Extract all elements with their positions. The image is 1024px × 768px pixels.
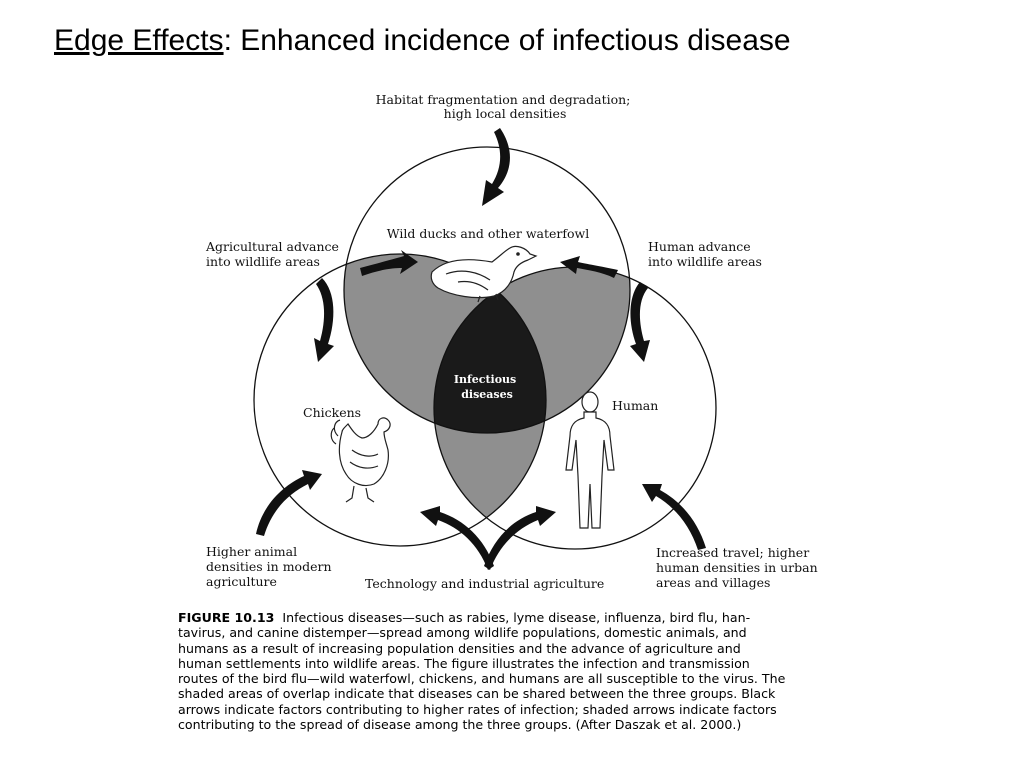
human-icon [565, 391, 615, 529]
slide-title: Edge Effects: Enhanced incidence of infe… [54, 24, 791, 58]
arrow-right-down-icon [630, 282, 650, 362]
overlap-center [434, 267, 546, 433]
caption-line: shaded areas of overlap indicate that di… [178, 686, 776, 702]
arrow-bottom-left-icon [256, 470, 322, 536]
arrow-left-up-icon [360, 250, 418, 276]
bottom-factor-label: Technology and industrial agriculture [365, 576, 604, 591]
caption-line: arrows indicate factors contributing to … [178, 701, 777, 717]
arrow-left-down-icon [314, 278, 334, 362]
bottom-right-factor-label: Increased travel; higher human densities… [656, 545, 822, 590]
caption-line: humans as a result of increasing populat… [178, 640, 741, 656]
caption-figure-label: FIGURE 10.13 [178, 610, 275, 625]
arrow-right-up-icon [560, 256, 618, 278]
circle-chickens [253, 253, 547, 547]
arrow-bottom-right-icon [642, 484, 706, 550]
caption-line: human settlements into wildlife areas. T… [178, 655, 750, 671]
center-label: Infectious diseases [454, 373, 520, 401]
left-factor-label: Agricultural advance into wildlife areas [205, 239, 343, 269]
chicken-icon [330, 417, 391, 503]
slide-title-rest: : Enhanced incidence of infectious disea… [223, 24, 791, 57]
circle-human-label: Human [612, 398, 658, 413]
top-factor-label: Habitat fragmentation and degradation; h… [376, 92, 635, 121]
caption-line: tavirus, and canine distemper—spread amo… [178, 625, 747, 641]
arrow-top-icon [482, 128, 510, 206]
bottom-left-factor-label: Higher animal densities in modern agricu… [206, 544, 335, 589]
circle-waterfowl-label: Wild ducks and other waterfowl [387, 226, 589, 241]
duck-icon [430, 245, 538, 303]
right-factor-label: Human advance into wildlife areas [648, 239, 762, 269]
arrow-bottom-center-right-icon [484, 506, 556, 570]
circle-chickens-label: Chickens [303, 405, 361, 420]
slide-title-underlined: Edge Effects [54, 24, 224, 57]
circle-waterfowl [343, 146, 631, 434]
caption-line: contributing to the spread of disease am… [178, 717, 742, 733]
caption-line: routes of the bird flu—wild waterfowl, c… [178, 671, 786, 687]
